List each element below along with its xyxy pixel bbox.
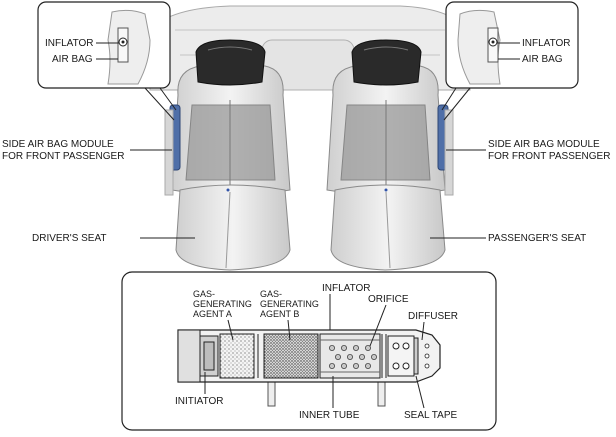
label-drivers-seat: DRIVER'S SEAT (32, 233, 107, 244)
label-inflator-left: INFLATOR (45, 38, 94, 49)
label-air-bag-right: AIR BAG (522, 54, 563, 65)
diffuser (387, 335, 415, 377)
label-diffuser: DIFFUSER (408, 311, 458, 322)
label-inflator-detail: INFLATOR (322, 283, 371, 294)
label-initiator: INITIATOR (175, 396, 224, 407)
passengers-seat-illustration (326, 39, 454, 271)
inflator-detail: GAS- GENERATING AGENT A GAS- GENERATING … (121, 271, 497, 431)
label-orifice: ORIFICE (368, 294, 409, 305)
label-seal-tape: SEAL TAPE (404, 410, 458, 421)
gas-agent-b (263, 333, 319, 379)
label-gas-a-1: GAS- (193, 289, 215, 299)
left-inset: INFLATOR AIR BAG (37, 1, 177, 121)
label-side-module-left-1: SIDE AIR BAG MODULE (2, 139, 114, 150)
gas-agent-a (219, 333, 255, 379)
label-gas-b-1: GAS- (260, 289, 282, 299)
label-side-module-right-1: SIDE AIR BAG MODULE (488, 139, 600, 150)
label-gas-a-3: AGENT A (193, 309, 232, 319)
right-inset: INFLATOR AIR BAG (441, 1, 579, 121)
label-gas-a-2: GENERATING (193, 299, 252, 309)
label-side-module-left-2: FOR FRONT PASSENGER (2, 151, 124, 162)
label-air-bag-left: AIR BAG (52, 54, 93, 65)
label-side-module-right-2: FOR FRONT PASSENGER (488, 151, 610, 162)
label-gas-b-2: GENERATING (260, 299, 319, 309)
seat-labels: SIDE AIR BAG MODULE FOR FRONT PASSENGER … (2, 139, 610, 244)
drivers-seat-illustration (164, 39, 291, 271)
label-inner-tube: INNER TUBE (299, 410, 360, 421)
seal-tape (413, 337, 419, 375)
label-inflator-right: INFLATOR (522, 38, 571, 49)
label-gas-b-3: AGENT B (260, 309, 299, 319)
label-passengers-seat: PASSENGER'S SEAT (488, 233, 586, 244)
